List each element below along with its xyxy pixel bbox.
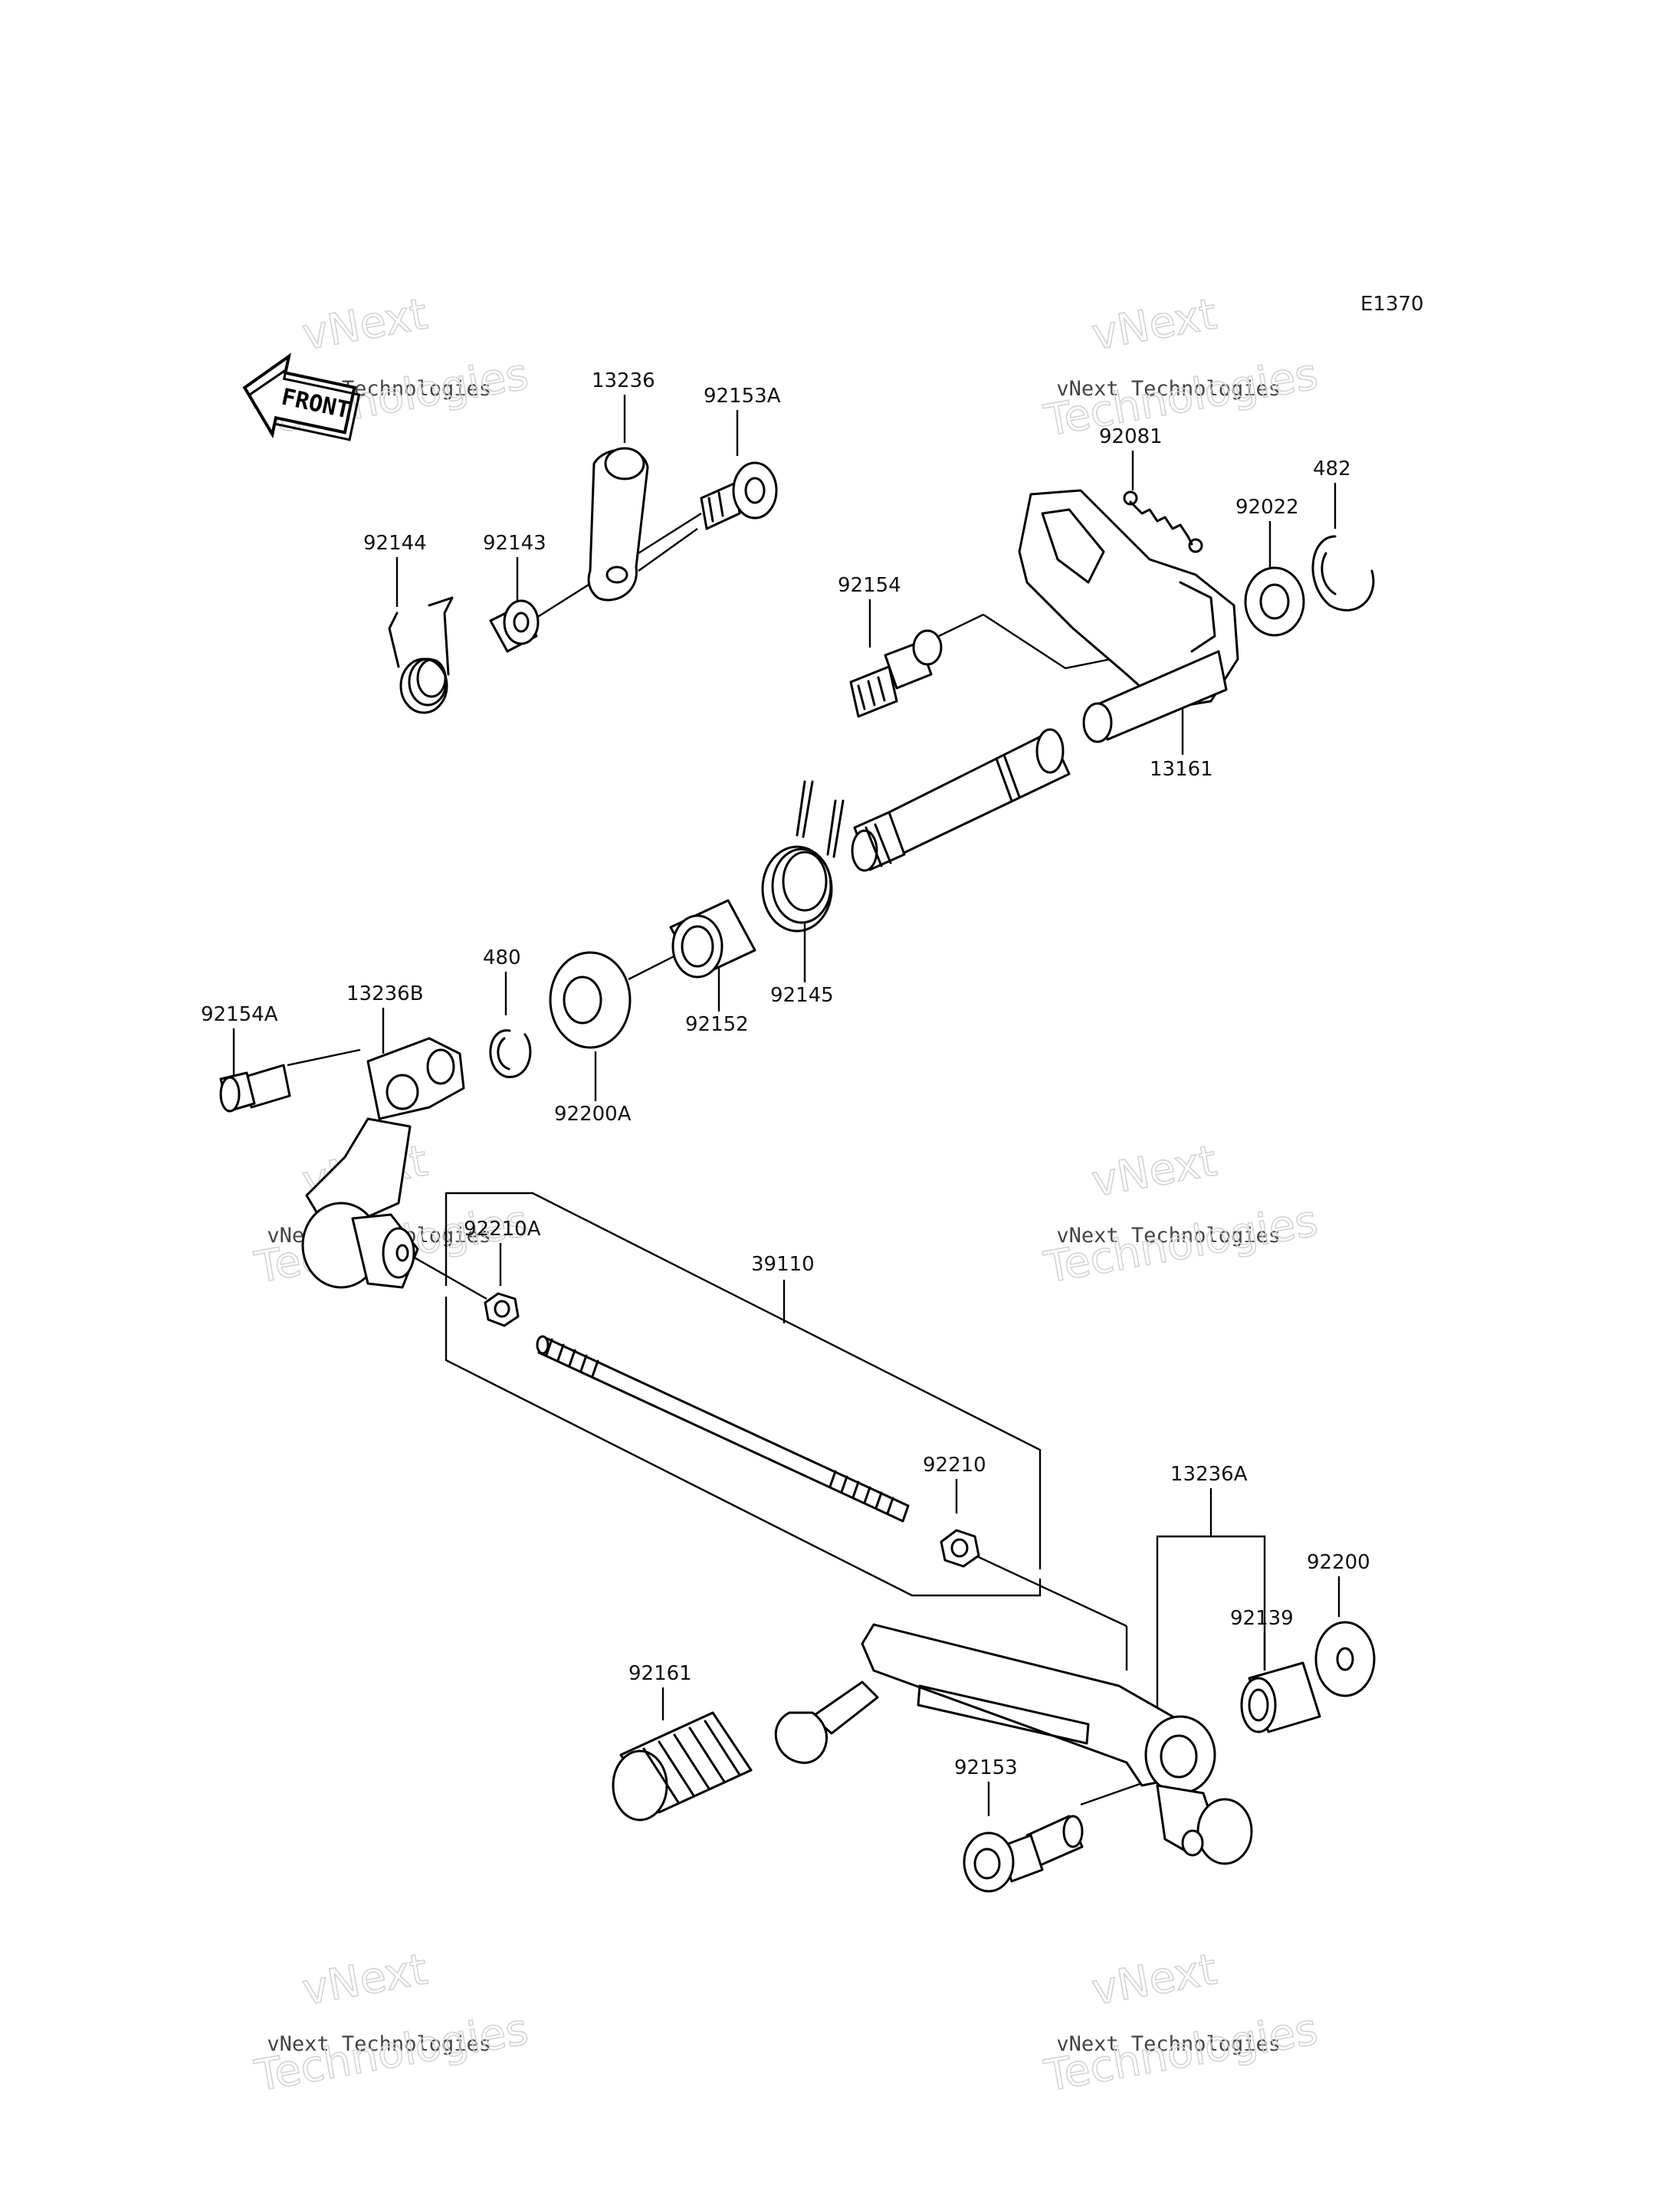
part-label-92152: 92152	[685, 1013, 749, 1036]
part-92200A-washer	[549, 951, 632, 1049]
svg-text:vNext: vNext	[299, 289, 431, 359]
svg-text:vNext: vNext	[299, 1944, 431, 2015]
part-92210-nut	[940, 1529, 980, 1568]
part-92210A-nut	[484, 1292, 520, 1327]
part-13236-lever	[587, 447, 649, 602]
part-label-92161: 92161	[628, 1662, 692, 1685]
part-label-92210: 92210	[923, 1454, 986, 1477]
svg-text:vNext: vNext	[1088, 289, 1220, 359]
part-label-92154: 92154	[838, 574, 901, 597]
part-label-13236A: 13236A	[1170, 1463, 1248, 1486]
svg-text:vNext Technologies: vNext Technologies	[1056, 377, 1281, 401]
part-label-13236B: 13236B	[346, 982, 424, 1005]
part-label-480: 480	[483, 946, 521, 969]
diagram-code: E1370	[1360, 293, 1424, 316]
part-label-92200: 92200	[1307, 1551, 1370, 1574]
part-92154-bolt	[849, 629, 943, 718]
part-92145-spring	[761, 780, 845, 933]
part-label-39110: 39110	[751, 1253, 815, 1276]
part-39110-rod	[536, 1335, 910, 1523]
part-92153A-bolt	[700, 461, 778, 530]
part-482-clip	[1311, 535, 1375, 612]
watermark: vNext vNext Technologies Technologies	[1040, 1136, 1322, 1294]
part-92144-spring	[388, 596, 454, 714]
svg-text:vNext: vNext	[1088, 1944, 1220, 2015]
part-92200-washer	[1314, 1621, 1376, 1697]
part-13161-shift-shaft	[851, 489, 1239, 872]
part-label-92200A: 92200A	[554, 1103, 632, 1126]
watermark: vNext vNext Technologies Technologies	[1040, 289, 1322, 448]
svg-text:vNext: vNext	[1088, 1136, 1220, 1206]
part-label-482: 482	[1313, 457, 1351, 480]
part-label-92145: 92145	[770, 984, 834, 1007]
part-92161-rubber	[612, 1711, 753, 1822]
part-tie-rod-end	[301, 1202, 419, 1289]
part-480-circlip	[489, 1029, 532, 1078]
svg-text:Technologies: Technologies	[1041, 2005, 1322, 2102]
part-92153-bolt	[963, 1815, 1084, 1893]
part-label-92210A: 92210A	[464, 1218, 541, 1241]
part-label-92022: 92022	[1235, 496, 1299, 519]
part-92081-spring	[1123, 490, 1203, 553]
watermark: vNext vNext Technologies Technologies	[1040, 1944, 1322, 2103]
part-label-92154A: 92154A	[201, 1003, 278, 1026]
part-92139-collar	[1240, 1661, 1321, 1733]
part-shift-pedal	[774, 1623, 1253, 1865]
part-label-92144: 92144	[363, 532, 427, 555]
part-label-92081: 92081	[1099, 425, 1163, 448]
svg-text:vNext Technologies: vNext Technologies	[1056, 1224, 1281, 1248]
svg-text:vNext Technologies: vNext Technologies	[1056, 2032, 1281, 2056]
part-label-92139: 92139	[1230, 1607, 1294, 1630]
part-92143-collar	[489, 599, 540, 653]
svg-text:Technologies: Technologies	[1041, 1196, 1322, 1294]
svg-text:vNext Technologies: vNext Technologies	[267, 2032, 491, 2056]
part-92152-collar	[669, 899, 756, 979]
part-92154A-bolt	[219, 1064, 291, 1113]
watermark: vNext vNext Technologies Technologies	[251, 1944, 533, 2103]
part-label-92153: 92153	[954, 1756, 1018, 1779]
leader-lines	[232, 395, 1340, 1816]
part-label-92143: 92143	[483, 532, 546, 555]
svg-text:Technologies: Technologies	[1041, 349, 1322, 447]
front-arrow-icon: FRONT	[242, 353, 361, 441]
part-92022-washer	[1244, 566, 1305, 637]
svg-text:Technologies: Technologies	[251, 2005, 533, 2102]
part-label-13236: 13236	[592, 369, 655, 392]
part-label-92153A: 92153A	[704, 385, 781, 408]
part-label-13161: 13161	[1150, 758, 1213, 781]
